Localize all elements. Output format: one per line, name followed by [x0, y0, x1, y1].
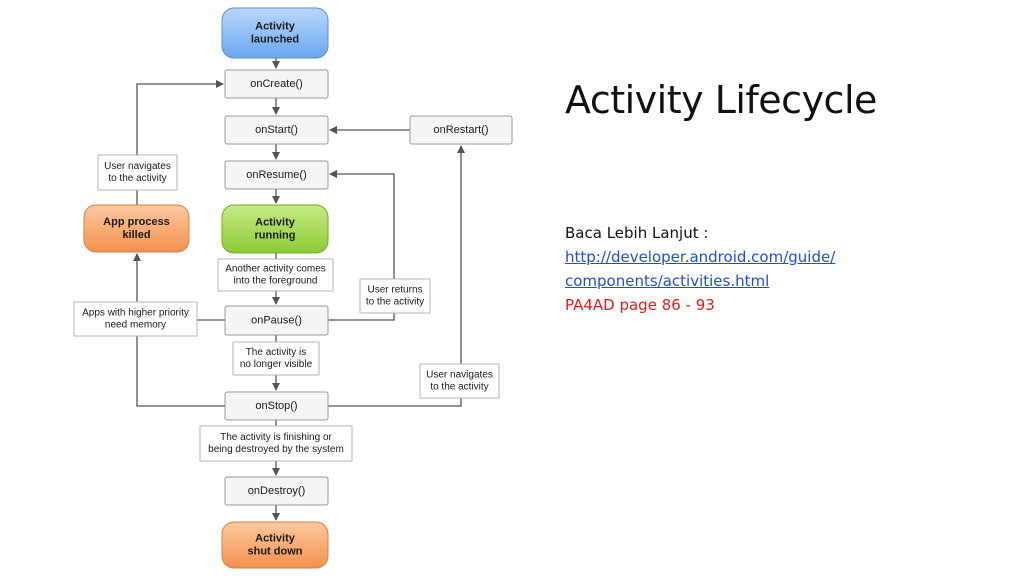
note-user-navigates-left-label-1: User navigates: [104, 161, 171, 172]
node-onstop-box: [224, 391, 329, 421]
arrow-onpause-to-onresume: [328, 170, 395, 321]
node-onstart-box: [224, 115, 329, 145]
node-app-process-killed-box: [83, 204, 190, 253]
note-user-navigates-left-label-2: to the activity: [108, 173, 166, 184]
note-higher-priority-label-1: Apps with higher priority: [82, 308, 189, 319]
node-ondestroy-label-1: onDestroy(): [248, 485, 305, 497]
node-onpause-box: [224, 305, 329, 336]
node-oncreate-label-1: onCreate(): [250, 78, 303, 90]
note-higher-priority-box: [73, 301, 198, 337]
node-onrestart: onRestart(): [409, 115, 513, 145]
node-oncreate: onCreate(): [224, 69, 329, 99]
node-onstop: onStop(): [224, 391, 329, 421]
note-another-activity-box: [217, 258, 334, 292]
slide-title: Activity Lifecycle: [565, 78, 877, 122]
note-finishing-or-destroyed-label-1: The activity is finishing or: [220, 432, 332, 443]
node-onrestart-box: [409, 115, 513, 145]
note-another-activity-label-2: into the foreground: [234, 276, 318, 287]
node-activity-shut-down-box: [221, 521, 329, 569]
node-app-process-killed-label-1: App process: [103, 216, 170, 228]
node-activity-running-box: [221, 204, 329, 254]
node-activity-launched-label-2: launched: [251, 34, 299, 46]
arrow-onstop-to-onrestart: [328, 145, 465, 407]
note-user-returns-label-2: to the activity: [366, 297, 424, 308]
node-activity-shut-down-label-2: shut down: [248, 546, 303, 558]
docs-link-line-2[interactable]: components/activities.html: [565, 272, 770, 290]
node-activity-running-label-2: running: [255, 230, 296, 242]
note-user-returns-box: [359, 278, 431, 314]
node-onstart: onStart(): [224, 115, 329, 145]
note-finishing-or-destroyed-label-2: being destroyed by the system: [208, 444, 344, 455]
diagram-nodes: ActivitylaunchedonCreate()onStart()onRes…: [73, 7, 513, 569]
note-no-longer-visible-label-1: The activity is: [246, 347, 307, 358]
node-activity-launched-label-1: Activity: [255, 21, 296, 33]
note-user-navigates-right-box: [419, 363, 500, 399]
node-onrestart-label-1: onRestart(): [433, 124, 488, 136]
note-user-navigates-right-label-1: User navigates: [426, 370, 493, 381]
note-user-navigates-left-box: [97, 154, 178, 191]
node-ondestroy: onDestroy(): [224, 476, 329, 506]
read-more-block: Baca Lebih Lanjut : http://developer.and…: [565, 221, 835, 317]
note-no-longer-visible-label-2: no longer visible: [240, 359, 313, 370]
node-onresume-label-1: onResume(): [246, 169, 307, 181]
node-oncreate-box: [224, 69, 329, 99]
node-activity-shut-down-label-1: Activity: [255, 533, 296, 545]
note-finishing-or-destroyed-box: [199, 425, 353, 462]
docs-link-line-1[interactable]: http://developer.android.com/guide/: [565, 248, 836, 266]
node-activity-running-label-1: Activity: [255, 217, 296, 229]
node-onresume: onResume(): [224, 160, 329, 190]
read-more-label: Baca Lebih Lanjut :: [565, 224, 709, 242]
node-app-process-killed-label-2: killed: [122, 229, 150, 241]
node-onresume-box: [224, 160, 329, 190]
line-onstop-to-killed-path: [136, 320, 225, 407]
node-ondestroy-box: [224, 476, 329, 506]
node-onstop-label-1: onStop(): [255, 400, 297, 412]
note-no-longer-visible-box: [232, 341, 320, 376]
note-user-navigates-right-label-2: to the activity: [430, 382, 488, 393]
node-onstart-label-1: onStart(): [255, 124, 298, 136]
node-onpause: onPause(): [224, 305, 329, 336]
note-another-activity-label-1: Another activity comes: [225, 264, 326, 275]
node-onpause-label-1: onPause(): [251, 315, 302, 327]
book-reference: PA4AD page 86 - 93: [565, 296, 715, 314]
note-higher-priority-label-2: need memory: [105, 320, 166, 331]
node-activity-launched-box: [221, 7, 329, 59]
note-user-returns-label-1: User returns: [367, 285, 422, 296]
